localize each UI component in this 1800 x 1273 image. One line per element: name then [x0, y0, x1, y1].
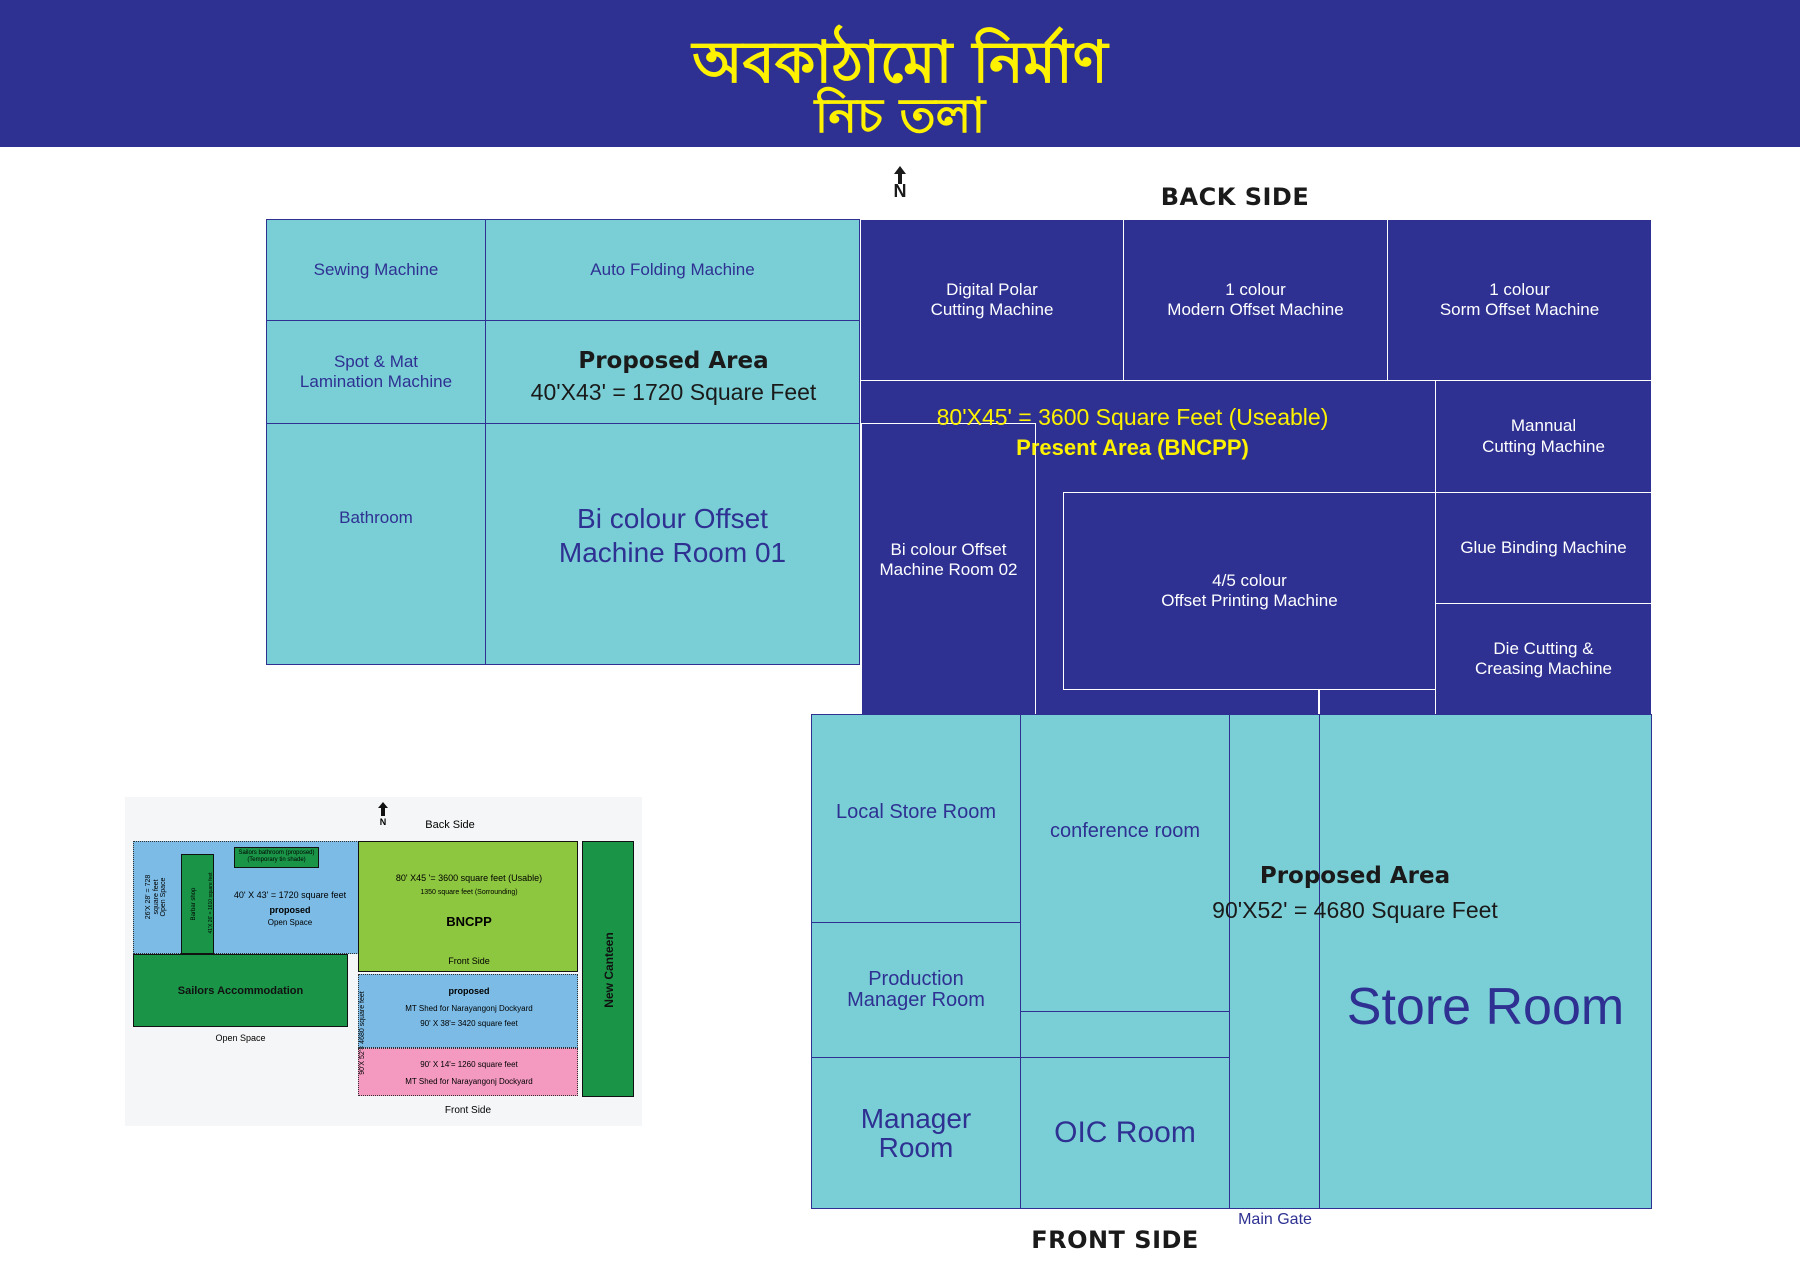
inset-bncpp-block: 80' X45 '= 3600 square feet (Usable) 135…	[358, 841, 578, 972]
store-room: Store Room	[1319, 714, 1652, 1209]
present-area-size: 80'X45' = 3600 Square Feet (Useable)	[936, 404, 1329, 430]
proposed-area-left-title: Proposed Area	[578, 348, 769, 374]
inset-mt-side-dim-text: 90'X 52'= 4680 square feet	[359, 991, 366, 1075]
bathroom: Bathroom	[266, 423, 486, 665]
inset-bncpp-label: BNCPP	[446, 914, 492, 929]
inset-proposed: proposed	[269, 905, 311, 915]
inset-new-canteen-label-wrap: New Canteen	[600, 895, 616, 1045]
inset-mt-dim1: 90' X 38'= 3420 square feet	[420, 1019, 518, 1028]
corridor	[1229, 714, 1320, 1209]
inset-proposed-dim: 40' X 43' = 1720 square feet	[233, 890, 347, 900]
proposed-area-bottom-title: Proposed Area	[1259, 863, 1451, 889]
inset-new-canteen-label: New Canteen	[602, 932, 616, 1008]
sorm-offset-machine: 1 colour Sorm Offset Machine	[1387, 219, 1652, 381]
inset-left-dim-text: 26'X 28' = 728 square feet	[145, 874, 160, 920]
four-five-colour-offset-machine: 4/5 colour Offset Printing Machine	[1063, 492, 1436, 690]
inset-sailors-accommodation: Sailors Accommodation	[133, 954, 348, 1027]
proposed-area-left: Proposed Area 40'X43' = 1720 Square Feet	[485, 320, 860, 424]
proposed-area-bottom-size: 90'X52' = 4680 Square Feet	[1212, 897, 1498, 923]
inset-proposed-open: Open Space	[267, 918, 313, 927]
bi-colour-offset-room-01: Bi colour Offset Machine Room 01	[485, 423, 860, 665]
north-arrow-icon	[892, 166, 908, 184]
inset-mt-shed2-label: MT Shed for Narayangonj Dockyard	[405, 1077, 533, 1086]
mannual-cutting-machine: Mannual Cutting Machine	[1435, 380, 1652, 493]
inset-front-side-bottom: Front Side	[444, 1105, 492, 1116]
production-manager-room: Production Manager Room	[811, 922, 1021, 1058]
inset-left-dim: 26'X 28' = 728 square feet Open Space	[145, 873, 168, 921]
partition-line	[1318, 689, 1320, 715]
inset-mt-shed-1: proposed MT Shed for Narayangonj Dockyar…	[358, 974, 578, 1048]
page-subtitle: নিচ তলা	[814, 88, 986, 144]
oic-room: OIC Room	[1020, 1057, 1230, 1209]
digital-polar-cutting-machine: Digital Polar Cutting Machine	[860, 219, 1124, 381]
inset-bncpp-dim2: 1350 square feet (Sorrounding)	[420, 889, 518, 896]
inset-sailors-accommodation-label: Sailors Accommodation	[177, 984, 304, 997]
main-gate-label: Main Gate	[1238, 1211, 1312, 1228]
local-store-room: Local Store Room	[811, 714, 1021, 923]
front-side-label: FRONT SIDE	[1031, 1226, 1199, 1254]
inset-north-arrow-icon	[377, 802, 389, 816]
hallway	[1020, 1011, 1230, 1058]
modern-offset-machine: 1 colour Modern Offset Machine	[1123, 219, 1388, 381]
inset-sailors-bathroom: Sailors bathroom (proposed) (Temporary t…	[234, 847, 319, 868]
auto-folding-machine-room: Auto Folding Machine	[485, 219, 860, 321]
glue-binding-machine: Glue Binding Machine	[1435, 492, 1652, 604]
header-banner: অবকাঠামো নির্মাণ নিচ তলা	[0, 0, 1800, 147]
spot-mat-lamination-room: Spot & Mat Lamination Machine	[266, 320, 486, 424]
inset-mt-dim2: 90' X 14'= 1260 square feet	[420, 1060, 518, 1069]
inset-mt-proposed: proposed	[448, 986, 490, 996]
present-area-title: Present Area (BNCPP)	[1016, 435, 1249, 460]
inset-barbar-dim: 41'X 26' = 1610 square feet	[208, 860, 220, 946]
back-side-label: BACK SIDE	[1160, 183, 1310, 211]
inset-barbar-label: Barbar shop	[191, 861, 205, 947]
page-title: অবকাঠামো নির্মাণ	[692, 28, 1108, 96]
bi-colour-offset-room-02: Bi colour Offset Machine Room 02	[861, 423, 1036, 715]
proposed-area-left-size: 40'X43' = 1720 Square Feet	[530, 379, 817, 405]
die-cutting-creasing-machine: Die Cutting & Creasing Machine	[1435, 603, 1652, 715]
north-label: N	[893, 181, 907, 201]
inset-north-label: N	[379, 817, 387, 827]
inset-mt-shed-2: 90' X 14'= 1260 square feet MT Shed for …	[358, 1048, 578, 1096]
inset-barbar-shop	[181, 854, 214, 954]
inset-back-side-label: Back Side	[425, 819, 475, 831]
inset-barbar-dim-text: 41'X 26' = 1610 square feet	[208, 872, 214, 934]
inset-front-side-top: Front Side	[448, 956, 490, 966]
manager-room: Manager Room	[811, 1057, 1021, 1209]
conference-room: conference room	[1020, 714, 1230, 1012]
sewing-machine-room: Sewing Machine	[266, 219, 486, 321]
inset-new-canteen: New Canteen	[582, 841, 634, 1097]
inset-left-open-text: Open Space	[160, 877, 168, 917]
site-plan-inset: N Back Side 26'X 28' = 728 square feet O…	[125, 797, 642, 1126]
inset-mt-side-dim: 90'X 52'= 4680 square feet	[359, 983, 371, 1083]
inset-open-space-bottom: Open Space	[215, 1033, 266, 1043]
inset-barbar-text: Barbar shop	[191, 887, 197, 921]
inset-bncpp-dim1: 80' X45 '= 3600 square feet (Usable)	[395, 873, 543, 883]
inset-mt-shed1-label: MT Shed for Narayangonj Dockyard	[405, 1004, 533, 1013]
